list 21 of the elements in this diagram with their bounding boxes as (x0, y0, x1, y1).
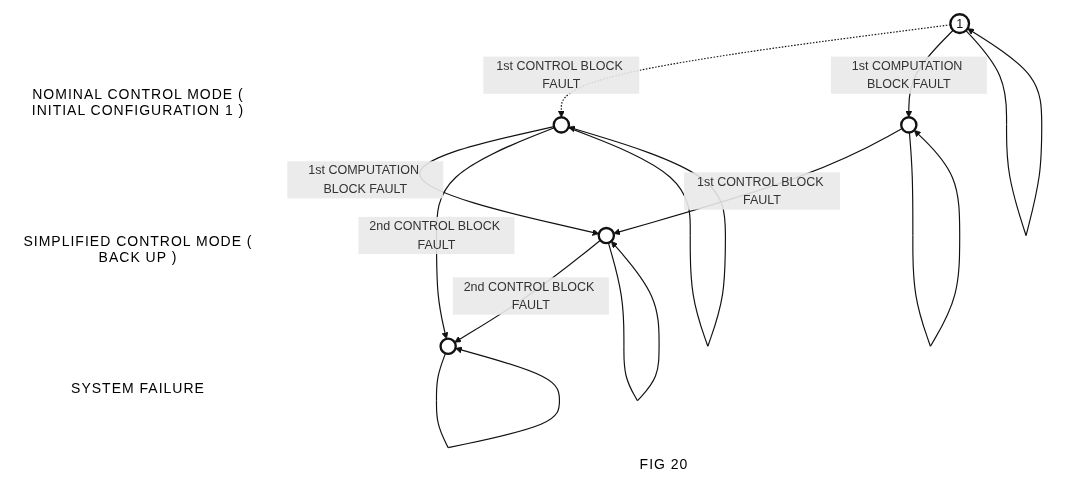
arrow (435, 346, 560, 449)
figure-caption: FIG 20 (638, 455, 690, 474)
edge-label: 1st COMPUTATION BLOCK FAULT (307, 163, 419, 196)
state-label: SIMPLIFIED CONTROL MODE ( BACK UP ) (22, 233, 254, 265)
arrow (612, 128, 903, 236)
state-label: NOMINAL CONTROL MODE ( INITIAL CONFIGURATION 1 ) (30, 85, 246, 118)
node-circle (597, 226, 615, 245)
edge-label: 1st COMPUTATION BLOCK FAULT (851, 58, 962, 91)
edge-label: 2nd CONTROL BLOCK FAULT (368, 219, 500, 252)
arrow (964, 28, 1042, 237)
edge-label: 2nd CONTROL BLOCK FAULT (463, 279, 594, 312)
node-circle (438, 337, 457, 355)
edge-label: 1st CONTROL BLOCK FAULT (696, 174, 824, 207)
arrow (908, 129, 960, 347)
node-circle (899, 116, 918, 134)
arrow (607, 241, 660, 402)
state-label: SYSTEM FAILURE (70, 380, 206, 397)
node-circle: 1 (948, 13, 970, 35)
edge-label: 1st CONTROL BLOCK FAULT (495, 58, 623, 91)
node-circle (552, 116, 570, 134)
arrow (567, 125, 726, 347)
